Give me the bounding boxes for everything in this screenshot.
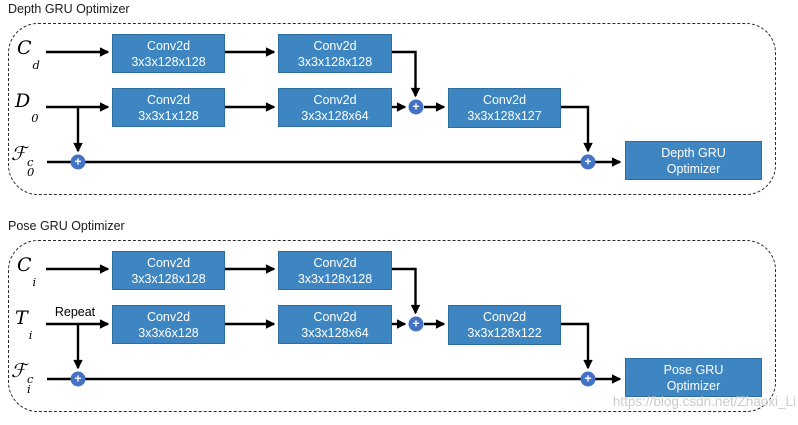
watermark-link: https://blog.csdn.net/Zhaoxi_Li (612, 394, 796, 409)
math-base: D (15, 90, 31, 112)
add-node: + (580, 154, 596, 170)
math-sub: 0 (26, 165, 35, 179)
math-sup: c (26, 155, 34, 169)
conv-box-title: Conv2d (482, 93, 527, 107)
conv-box-dims: 3x3x128x128 (131, 54, 206, 69)
conv2d-box-1: Conv2d 3x3x128x128 (112, 251, 225, 290)
conv-box-title: Conv2d (313, 309, 357, 324)
add-node: + (408, 316, 424, 332)
conv-box-dims: 3x3x128x64 (301, 108, 369, 123)
conv2d-box-3: Conv2d 3x3x1x128 (112, 88, 225, 127)
conv-box-title: Conv2d (146, 92, 191, 107)
output-box-line2: Optimizer (666, 378, 721, 393)
math-sub: i (32, 275, 37, 289)
conv2d-box-3: Conv2d 3x3x6x128 (112, 305, 225, 344)
conv2d-box-4: Conv2d 3x3x128x64 (278, 305, 392, 344)
add-node: + (70, 154, 86, 170)
conv-box-title: Conv2d (313, 92, 357, 107)
math-base: ℱ (11, 360, 26, 382)
math-scripts: d (32, 50, 40, 72)
conv2d-box-2: Conv2d 3x3x128x128 (278, 34, 392, 73)
output-box-line1: Depth GRU (661, 145, 726, 160)
add-node: + (70, 371, 86, 387)
math-sub: d (32, 58, 40, 72)
math-sub: 0 (31, 111, 39, 125)
wires-layer (46, 264, 622, 384)
conv-box-title: Conv2d (146, 309, 191, 324)
plus-icon: + (74, 371, 82, 386)
conv-box-title: Conv2d (313, 38, 357, 53)
math-scripts: i (28, 320, 33, 342)
arrow-conv5-to-add2 (561, 105, 593, 153)
pose-gru-output-box: Pose GRU Optimizer (625, 358, 762, 397)
conv2d-box-4: Conv2d 3x3x128x64 (278, 88, 392, 127)
conv-box-dims: 3x3x128x64 (301, 325, 369, 340)
math-base: T (15, 307, 28, 329)
plus-icon: + (74, 154, 82, 169)
wires-layer (46, 47, 622, 167)
conv2d-box-1: Conv2d 3x3x128x128 (112, 34, 225, 73)
conv-box-dims: 3x3x128x128 (297, 54, 373, 69)
repeat-label: Repeat (54, 305, 96, 319)
math-base: ℱ (11, 143, 26, 165)
plus-icon: + (412, 99, 420, 114)
output-box-line2: Optimizer (666, 161, 721, 176)
add-node: + (408, 99, 424, 115)
conv-box-title: Conv2d (146, 38, 191, 53)
conv-box-dims: 3x3x128x128 (131, 271, 206, 286)
plus-icon: + (584, 154, 592, 169)
conv-box-dims: 3x3x128x127 (467, 109, 542, 123)
arrow-conv2-to-add (392, 50, 421, 98)
conv-box-dims: 3x3x6x128 (138, 325, 199, 340)
conv-box-title: Conv2d (482, 310, 527, 324)
conv2d-box-2: Conv2d 3x3x128x128 (278, 251, 392, 290)
math-base: C (17, 37, 32, 59)
math-scripts: i (32, 267, 37, 289)
add-node: + (580, 371, 596, 387)
conv-box-title: Conv2d (313, 255, 357, 270)
output-box-line1: Pose GRU (663, 362, 724, 377)
conv2d-box-5: Conv2d 3x3x128x127 (448, 88, 561, 128)
conv-box-dims: 3x3x1x128 (138, 108, 199, 123)
section-title: Depth GRU Optimizer (8, 2, 130, 16)
arrow-conv5-to-add2 (561, 322, 593, 370)
dashed-frame (8, 23, 776, 195)
conv-box-dims: 3x3x128x122 (467, 326, 542, 340)
math-scripts: 0 (31, 103, 39, 125)
plus-icon: + (584, 371, 592, 386)
depth-gru-output-box: Depth GRU Optimizer (625, 141, 762, 180)
math-base: C (17, 254, 32, 276)
math-sup: c (26, 372, 34, 386)
math-sub: i (26, 382, 31, 396)
plus-icon: + (412, 316, 420, 331)
conv-box-dims: 3x3x128x128 (297, 271, 373, 286)
dashed-frame (8, 240, 776, 412)
conv2d-box-5: Conv2d 3x3x128x122 (448, 305, 561, 345)
math-sub: i (28, 328, 33, 342)
section-title: Pose GRU Optimizer (8, 219, 125, 233)
arrow-conv2-to-add (392, 267, 421, 315)
conv-box-title: Conv2d (146, 255, 191, 270)
